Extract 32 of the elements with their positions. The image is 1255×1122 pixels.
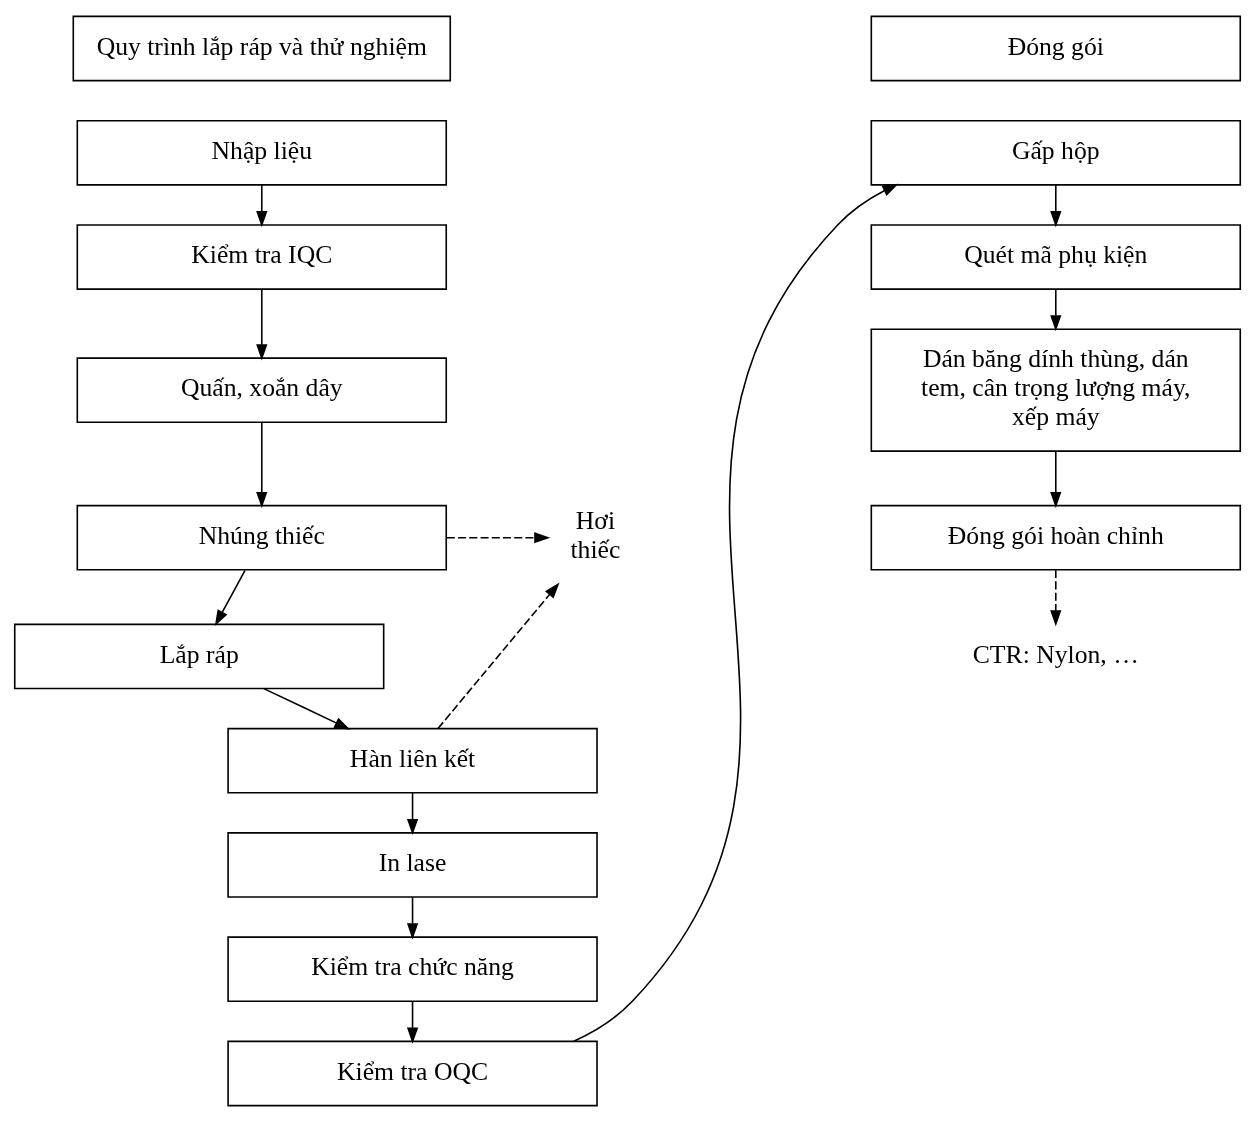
arrow [437, 582, 560, 730]
node-box: Kiểm tra OQC [227, 1040, 598, 1107]
arrow [214, 569, 246, 626]
arrow [572, 183, 899, 1043]
node-box: Hàn liên kết [227, 727, 598, 794]
node-box: Lắp ráp [13, 623, 385, 690]
node-box: Dán băng dính thùng, dán tem, cân trọng lượng máy, xếp máy [870, 328, 1242, 452]
arrow [406, 896, 419, 940]
node-box: Quét mã phụ kiện [870, 224, 1242, 290]
node-box: Kiểm tra IQC [76, 224, 448, 290]
arrow [1050, 288, 1062, 332]
arrow [1050, 184, 1062, 228]
node-box: Kiểm tra chức năng [227, 936, 598, 1003]
node-box: Quy trình lắp ráp và thử nghiệm [72, 15, 452, 82]
arrow [256, 421, 268, 508]
node-box: Quấn, xoắn dây [76, 357, 448, 424]
arrow [1050, 569, 1062, 627]
node-box: Gấp hộp [870, 119, 1242, 186]
node-box: In lase [227, 832, 598, 898]
arrow [256, 184, 268, 228]
arrow [1050, 450, 1062, 508]
node-box: Nhập liệu [76, 119, 448, 186]
node-box: Đóng gói [870, 15, 1242, 82]
arrow [263, 687, 351, 730]
arrow [406, 792, 419, 836]
node-text: Hơi thiếc [570, 506, 621, 565]
node-text: CTR: Nylon, … [972, 639, 1139, 669]
arrow [446, 532, 551, 544]
node-box: Nhúng thiếc [76, 504, 448, 571]
arrow [256, 288, 268, 361]
node-box: Đóng gói hoàn chỉnh [870, 504, 1242, 571]
arrow [406, 1000, 419, 1044]
